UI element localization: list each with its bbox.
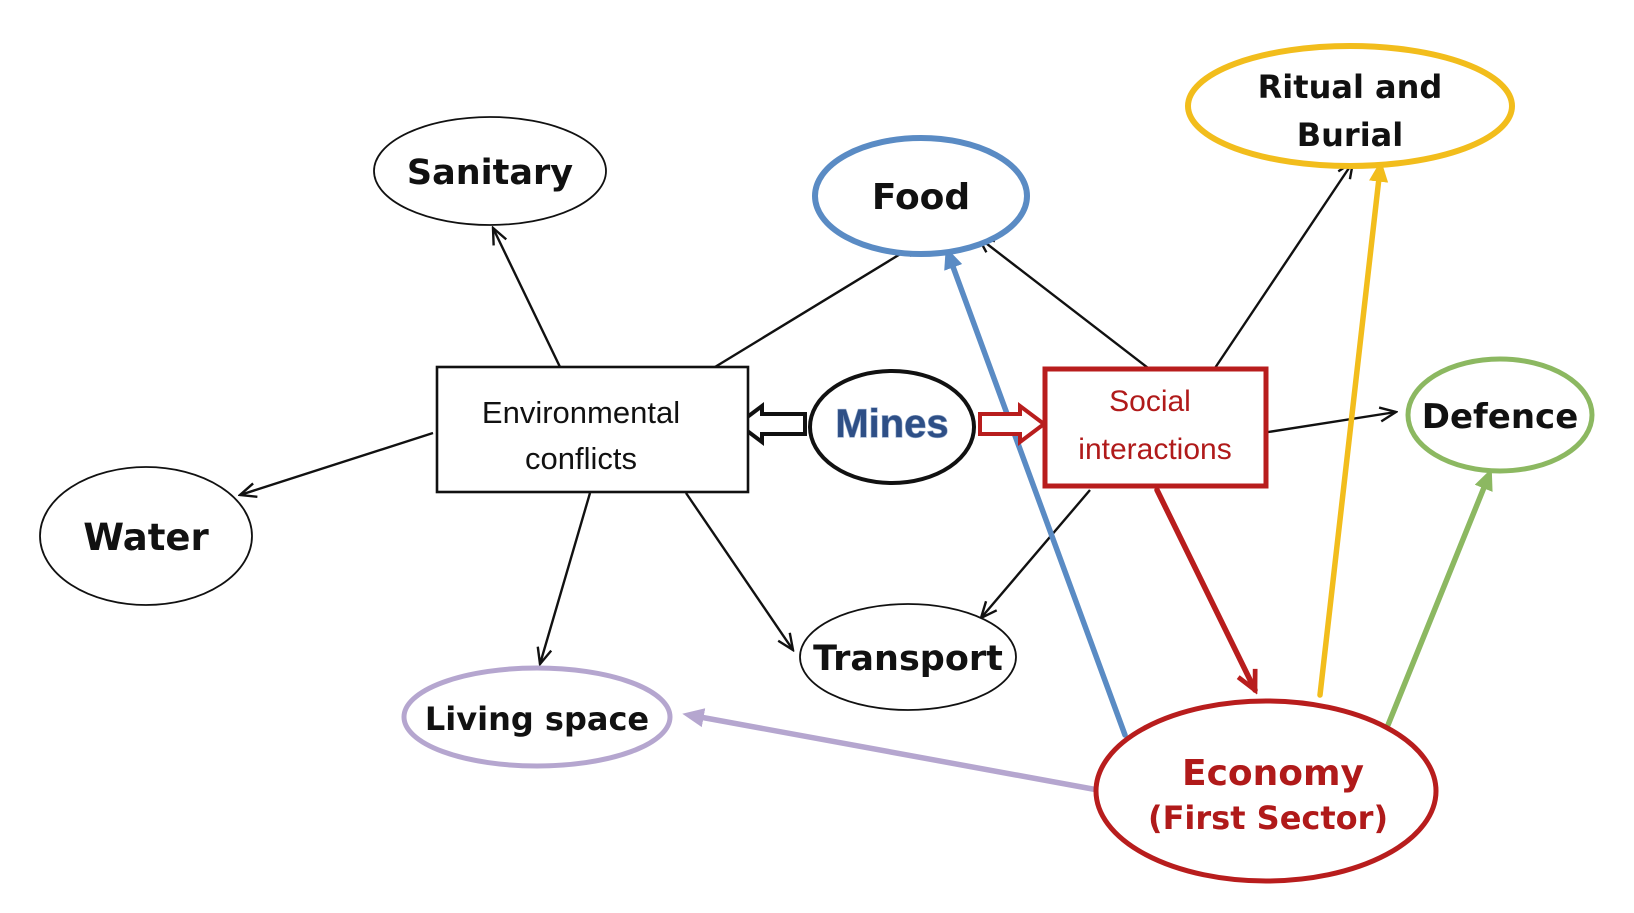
edge-environmental-to-sanitary [493, 228, 562, 368]
node-living-space-label: Living space [425, 700, 649, 738]
node-ritual-label-line1: Ritual and [1258, 68, 1443, 106]
node-transport: Transport [799, 603, 1017, 711]
node-environmental-conflicts: Environmental conflicts [435, 365, 750, 494]
edge-environmental-to-water [240, 431, 434, 495]
node-ritual-and-burial: Ritual and Burial [1185, 43, 1515, 169]
edges-environmental [240, 228, 920, 664]
node-living-space: Living space [401, 665, 673, 769]
node-economy-label-line1: Economy [1182, 753, 1364, 794]
edge-environmental-to-food [714, 242, 920, 369]
node-social-label-line1: Social [1109, 385, 1191, 418]
edge-social-to-economy [1154, 487, 1258, 690]
hollow-arrow-mines-to-environmental [734, 402, 807, 446]
node-food: Food [812, 135, 1030, 257]
edges-social [978, 162, 1396, 618]
node-ritual-label-line2: Burial [1297, 116, 1403, 154]
edge-social-to-food [978, 237, 1149, 369]
edge-social-to-ritual [1214, 162, 1353, 369]
node-transport-label: Transport [813, 639, 1003, 679]
edge-economy-to-ritual [1317, 160, 1389, 698]
node-mines-label: Mines [835, 402, 948, 446]
node-environmental-label-line2: conflicts [525, 441, 637, 476]
node-sanitary-label: Sanitary [407, 153, 573, 193]
edge-economy-to-living-space [682, 708, 1101, 793]
edge-economy-to-defence [1385, 468, 1493, 728]
edge-social-to-transport [981, 489, 1091, 618]
node-sanitary: Sanitary [373, 116, 607, 226]
node-water: Water [39, 466, 253, 606]
edge-social-to-defence [1261, 412, 1396, 435]
edge-environmental-to-living-space [540, 492, 592, 664]
node-food-label: Food [872, 177, 970, 218]
edge-environmental-to-transport [685, 492, 793, 650]
node-defence: Defence [1405, 356, 1595, 474]
node-economy: Economy (First Sector) [1093, 698, 1439, 884]
node-water-label: Water [83, 516, 209, 559]
node-social-label-line2: interactions [1078, 433, 1231, 466]
edges-economy [682, 160, 1493, 793]
node-mines: Mines [808, 369, 976, 485]
edge-economy-to-food [944, 247, 1128, 738]
node-environmental-label-line1: Environmental [482, 395, 680, 430]
node-social-interactions: Social interactions [1042, 366, 1269, 489]
node-economy-label-line2: (First Sector) [1148, 799, 1388, 837]
node-defence-label: Defence [1422, 397, 1579, 437]
hollow-arrow-mines-to-social [978, 402, 1048, 446]
